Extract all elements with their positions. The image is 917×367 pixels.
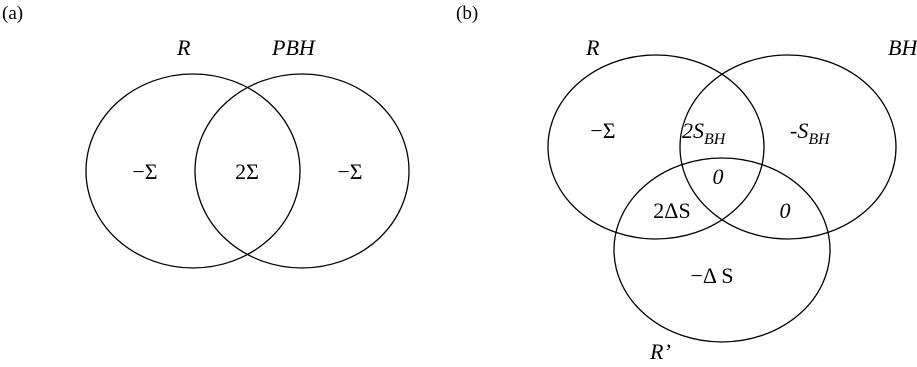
region-r-only: −Σ xyxy=(590,118,615,143)
panel-a: (a) R PBH −Σ 2Σ −Σ xyxy=(2,3,410,269)
set-rprime-label: R’ xyxy=(649,339,671,364)
panel-a-tag: (a) xyxy=(2,3,23,24)
region-bh-only-base: -S xyxy=(790,118,808,143)
region-bh-only-sub: BH xyxy=(808,131,831,148)
circle-r xyxy=(85,73,301,269)
region-r-bh-sub: BH xyxy=(704,131,727,148)
circle-pbh xyxy=(194,73,410,269)
region-bh-rprime: 0 xyxy=(780,198,791,223)
region-r-bh-base: 2S xyxy=(682,118,704,143)
region-center: 0 xyxy=(713,164,724,189)
set-r-label: R xyxy=(176,35,191,60)
region-r-rprime: 2ΔS xyxy=(653,198,690,223)
region-rprime-only: −Δ S xyxy=(690,263,733,288)
region-bh-only: -SBH xyxy=(790,118,831,148)
panel-b-tag: (b) xyxy=(456,3,478,24)
circle-r xyxy=(547,54,765,240)
set-pbh-label: PBH xyxy=(271,35,316,60)
region-r-only: −Σ xyxy=(132,159,157,184)
circle-rprime xyxy=(613,157,831,343)
region-pbh-only: −Σ xyxy=(337,159,362,184)
panel-b: (b) R BH R’ −Σ 2SBH -SBH 0 2ΔS 0 −Δ S xyxy=(456,3,917,364)
circle-bh xyxy=(679,54,897,240)
region-r-bh: 2SBH xyxy=(682,118,727,148)
set-bh-label: BH xyxy=(888,35,917,60)
region-overlap: 2Σ xyxy=(235,159,259,184)
set-r-label: R xyxy=(585,35,600,60)
